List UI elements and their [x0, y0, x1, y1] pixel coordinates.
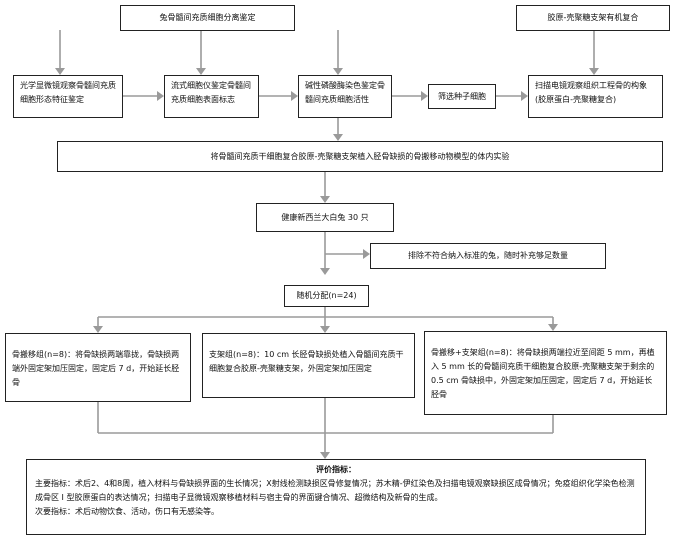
node-alp-staining: 碱性磷酸酶染色鉴定骨髓间充质细胞活性 — [298, 75, 392, 118]
node-rabbits: 健康新西兰大白兔 30 只 — [256, 203, 394, 232]
evaluation-secondary: 次要指标：术后动物饮食、活动，伤口有无感染等。 — [35, 507, 219, 516]
node-seed-cells: 筛选种子细胞 — [428, 84, 496, 109]
node-bmsc-isolation: 兔骨髓间充质细胞分离鉴定 — [120, 5, 295, 31]
evaluation-title: 评价指标： — [316, 465, 356, 474]
node-group-combined: 骨搬移+支架组(n=8)：将骨缺损两端拉近至间距 5 mm，再植入 5 mm 长… — [424, 331, 667, 415]
node-sem-scaffold: 扫描电镜观察组织工程骨的构象(胶原蛋白-壳聚糖复合) — [528, 75, 663, 118]
evaluation-primary: 主要指标：术后2、4和8周，植入材料与骨缺损界面的生长情况；X射线检测缺损区骨修… — [35, 479, 635, 502]
node-morphology: 光学显微镜观察骨髓间充质细胞形态特征鉴定 — [13, 75, 123, 118]
node-flow-cytometry: 流式细胞仪鉴定骨髓间充质细胞表面标志 — [164, 75, 259, 118]
node-exclusion: 排除不符合纳入标准的兔，随时补充够足数量 — [370, 243, 606, 269]
node-randomization: 随机分配(n=24) — [284, 285, 369, 307]
node-group-scaffold: 支架组(n=8)：10 cm 长胫骨缺损处植入骨髓间充质干细胞复合胶原-壳聚糖支… — [202, 333, 415, 398]
node-evaluation: 评价指标： 主要指标：术后2、4和8周，植入材料与骨缺损界面的生长情况；X射线检… — [26, 459, 646, 535]
node-group-bone-transport: 骨搬移组(n=8)：将骨缺损两端靠拢，骨缺损两端外固定架加压固定，固定后 7 d… — [5, 333, 191, 402]
node-in-vivo-experiment: 将骨髓间充质干细胞复合胶原-壳聚糖支架植入胫骨缺损的骨搬移动物模型的体内实验 — [57, 141, 663, 172]
node-scaffold-composite: 胶原-壳聚糖支架有机复合 — [516, 5, 670, 31]
